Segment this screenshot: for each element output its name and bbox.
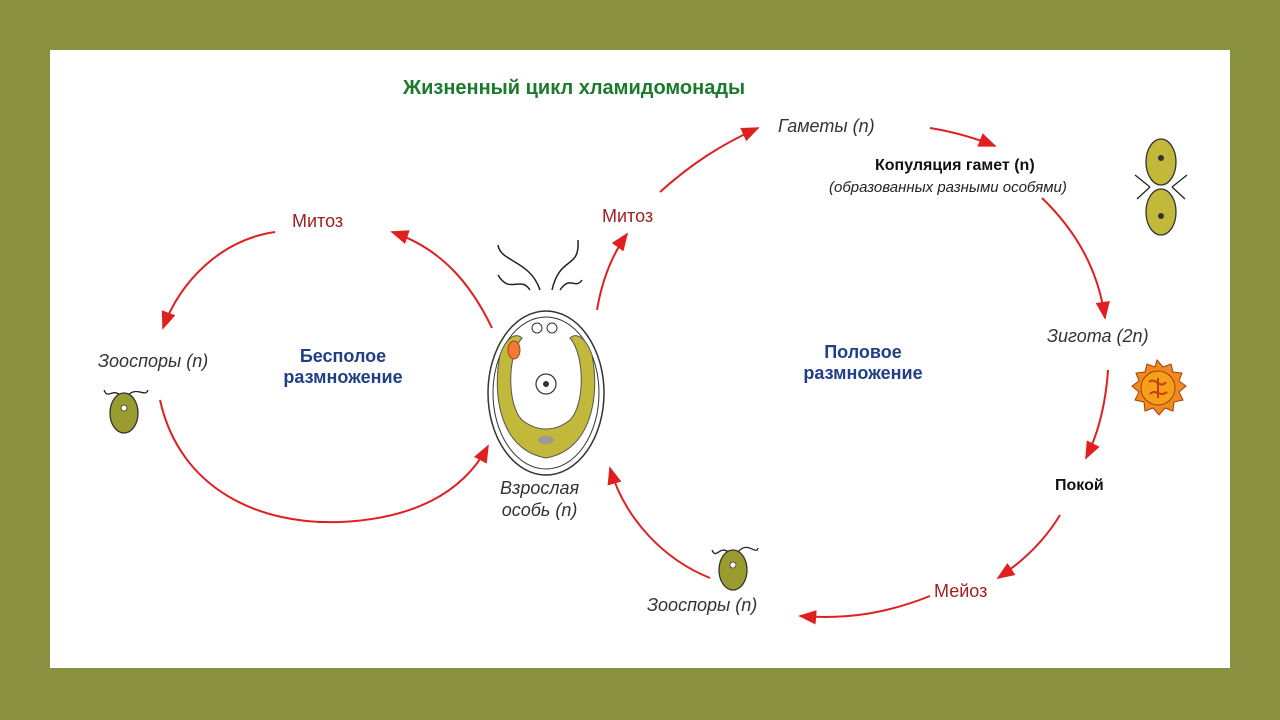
mitosis-left-label: Митоз (292, 211, 344, 231)
zoospore-left-icon (103, 389, 149, 434)
adult-label: Взрослая особь (n) (500, 478, 579, 521)
diagram-panel (50, 50, 1230, 668)
gametes-copulation-icon (1134, 138, 1188, 236)
arrow-adult-to-mitosis-left (390, 230, 493, 329)
diagram-title: Жизненный цикл хламидомонады (403, 77, 746, 99)
arrow-adult-to-mitosis-right (596, 232, 629, 311)
asexual-line1: Бесполое (299, 346, 387, 366)
adult-line2: особь (n) (501, 499, 578, 520)
sexual-line1: Половое (824, 342, 902, 362)
meiosis-label: Мейоз (934, 581, 988, 601)
zoospores-bottom-label: Зооспоры (n) (647, 595, 758, 615)
asexual-label: Бесполое размножение (262, 346, 424, 387)
zoospores-left-label: Зооспоры (n) (98, 351, 209, 371)
arrow-mitosis-to-zoospores-left (161, 231, 276, 330)
rest-label: Покой (1055, 477, 1104, 494)
gametes-label: Гаметы (n) (778, 116, 875, 136)
adult-line1: Взрослая (500, 478, 580, 498)
zygote-label: Зигота (2n) (1047, 326, 1149, 346)
zygote-icon (1131, 358, 1187, 416)
arrow-mitosis-to-gametes (659, 127, 760, 193)
mitosis-right-label: Митоз (602, 206, 654, 226)
sexual-label: Половое размножение (782, 342, 944, 383)
arrow-copulation-to-zygote (1041, 197, 1110, 320)
arrow-zoospores-to-adult (159, 399, 489, 524)
arrow-gametes-to-copulation (929, 127, 997, 147)
adult-cell-icon (487, 239, 605, 476)
asexual-line2: размножение (283, 366, 403, 387)
sexual-line2: размножение (803, 362, 923, 383)
copulation-note: (образованных разными особями) (829, 179, 1067, 196)
zoospore-bottom-icon (711, 546, 759, 591)
arrow-rest-to-meiosis (996, 514, 1061, 579)
copulation-label: Копуляция гамет (n) (875, 157, 1035, 174)
arrow-zoospores-to-adult-sexual (607, 466, 711, 579)
arrow-meiosis-to-zoospores (798, 595, 931, 625)
arrow-zygote-to-rest (1085, 369, 1109, 460)
